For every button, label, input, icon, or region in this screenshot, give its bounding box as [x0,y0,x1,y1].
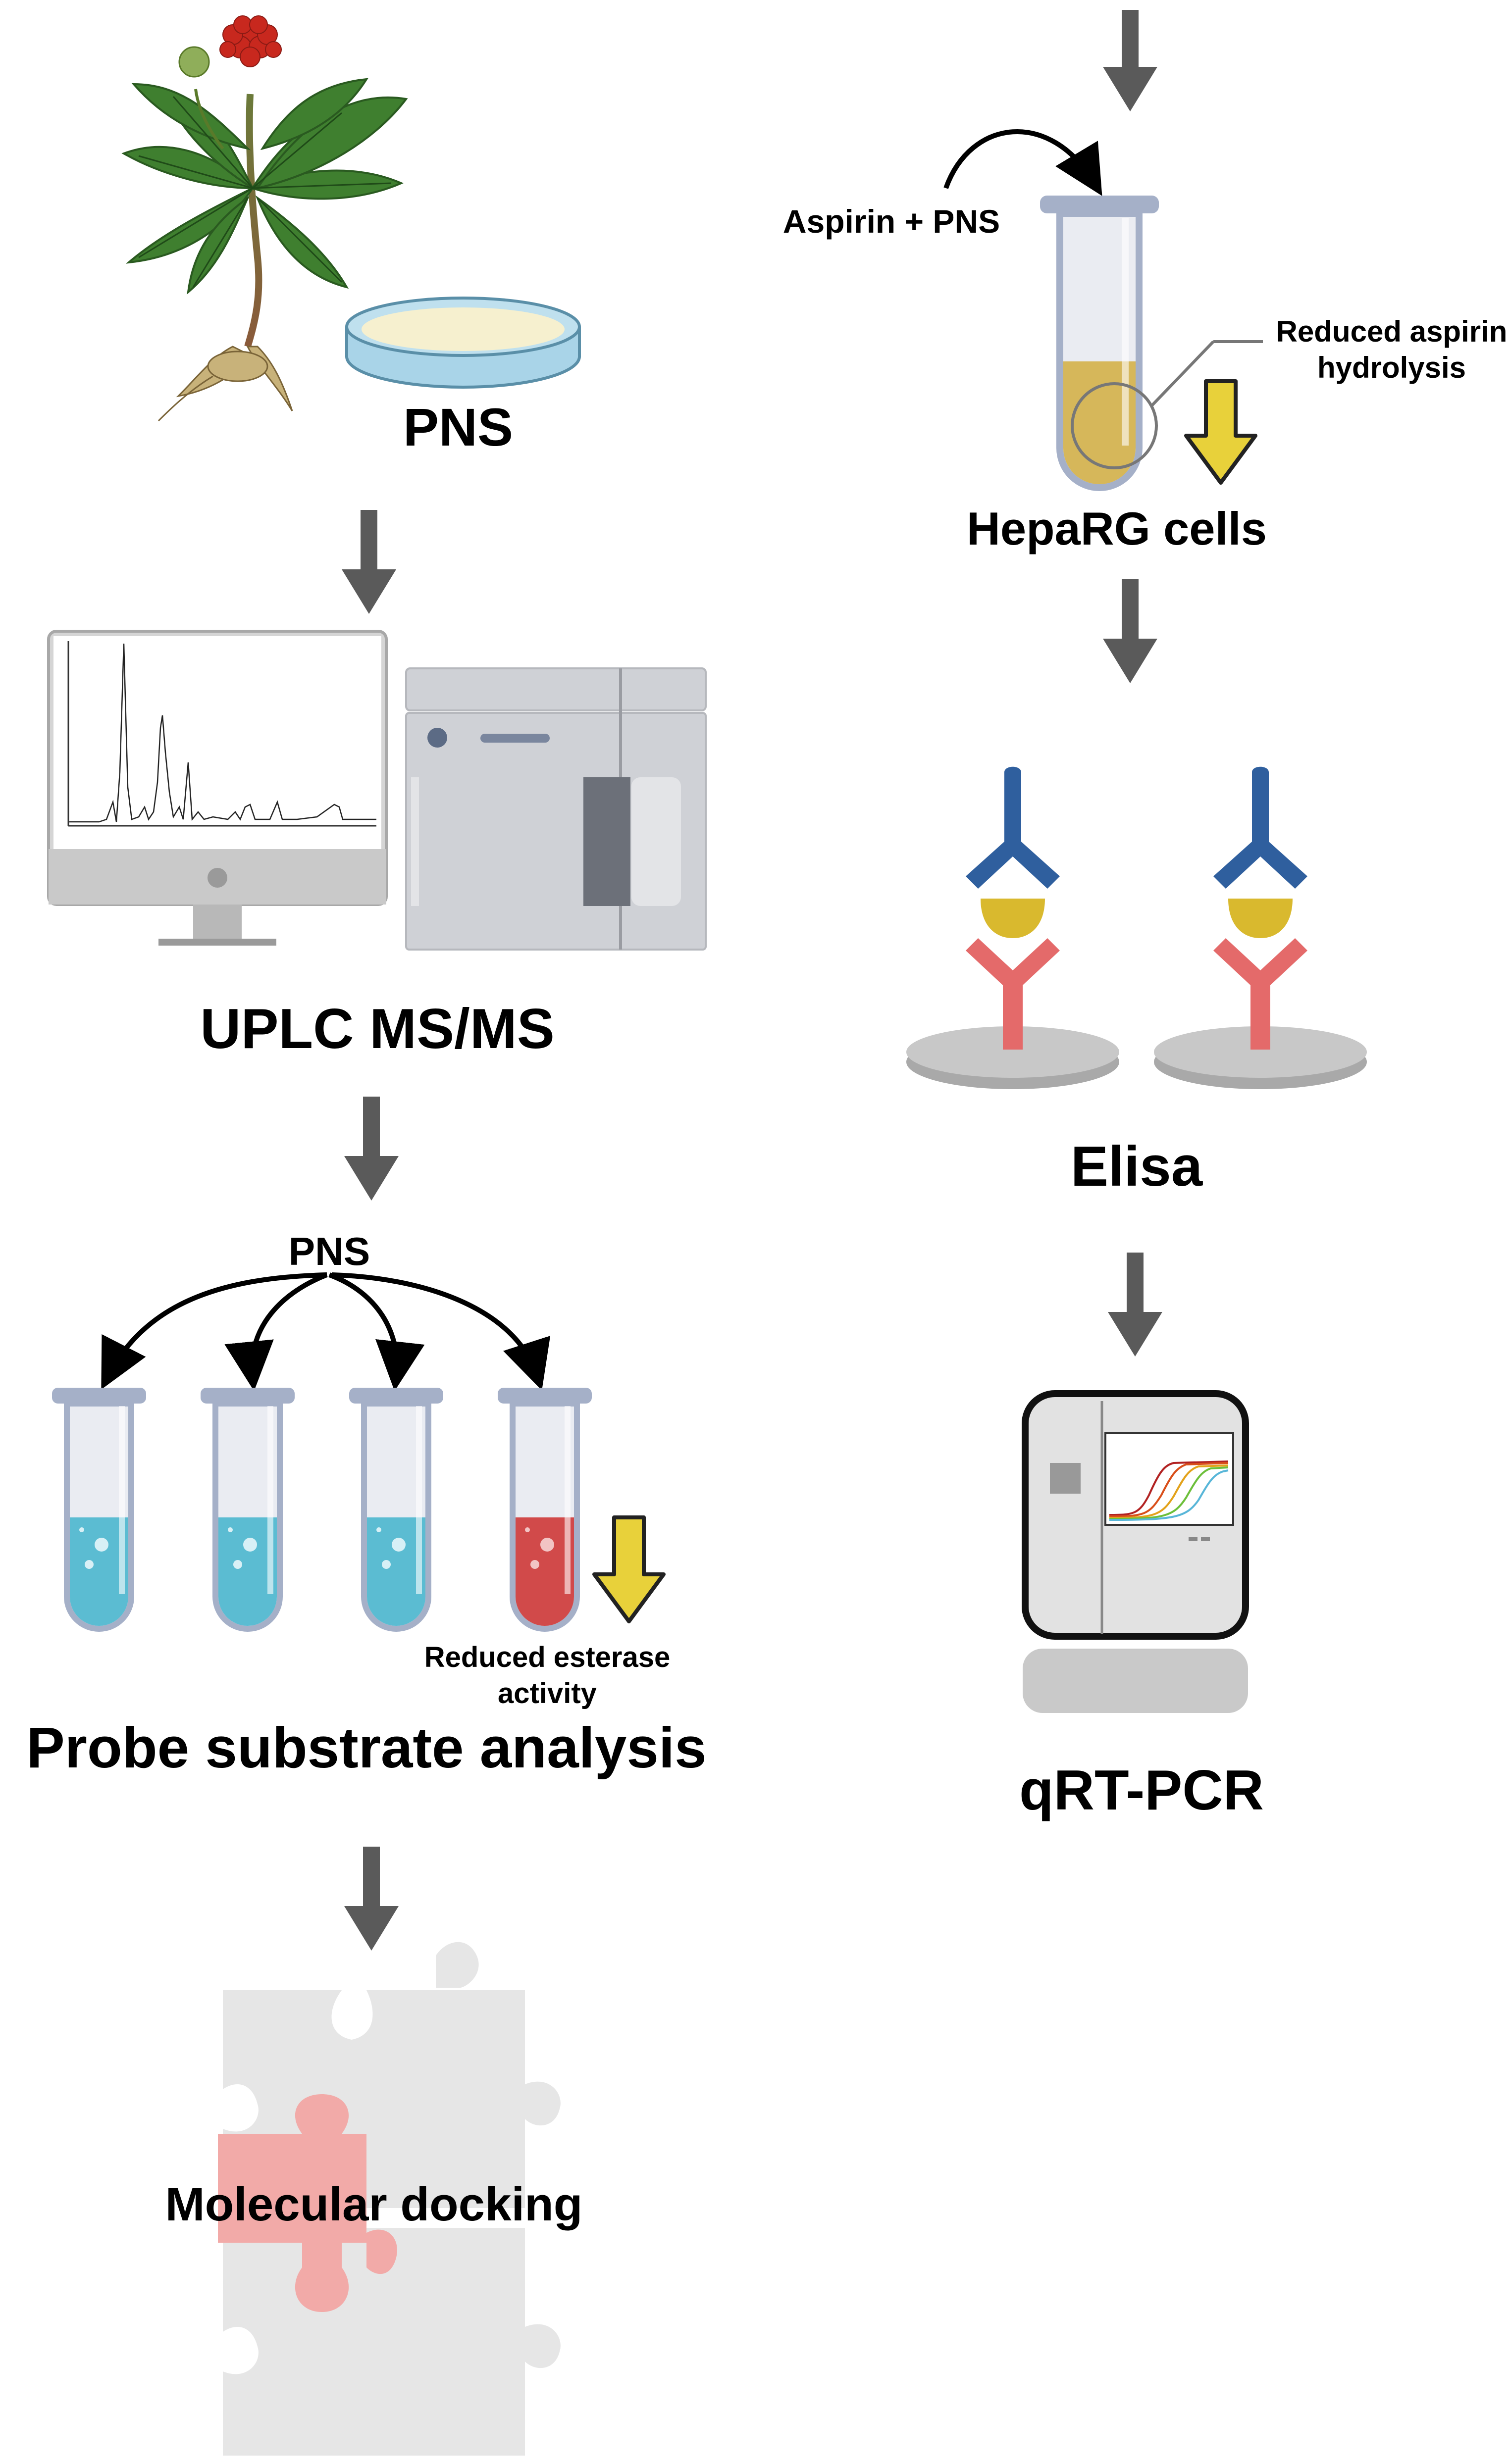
elisa-title: Elisa [1071,1135,1203,1198]
qrtpcr-machine-icon [1022,1390,1249,1713]
computer-monitor-icon [47,630,388,946]
flow-arrow-right-2 [1103,579,1157,683]
petri-dish-icon [345,297,581,389]
heparg-test-tube [1040,196,1263,491]
pns-title: PNS [403,397,513,457]
reduced-hydrolysis-line1: Reduced aspirin [1276,315,1508,348]
reduced-esterase-line2: activity [498,1677,597,1710]
flow-arrow-top [1103,10,1157,111]
reduced-esterase-line1: Reduced esterase [424,1641,670,1673]
heparg-title: HepaRG cells [967,503,1267,554]
probe-title: Probe substrate analysis [26,1715,706,1780]
aspirin-label: Aspirin + PNS [783,203,1000,240]
uplc-instrument-icon [405,667,707,951]
qrtpcr-title: qRT-PCR [1019,1759,1264,1822]
pcr-curves [1109,1460,1229,1521]
flow-arrow-right-3 [1108,1253,1162,1357]
docking-title: Molecular docking [165,2178,583,2231]
elisa-well-2 [1154,766,1367,1089]
test-tube-1 [52,1388,146,1632]
flow-arrow-1 [342,510,396,614]
test-tube-4 [498,1388,592,1632]
reduced-hydrolysis-line2: hydrolysis [1317,351,1466,384]
flow-arrow-3 [344,1847,399,1951]
aspirin-add-arrow [943,129,1102,196]
puzzle-icon [218,1942,561,2456]
test-tube-3 [349,1388,443,1632]
panax-plant-icon [121,15,408,422]
distribution-arrows [101,1272,551,1391]
elisa-well-1 [906,766,1119,1089]
flow-arrow-2 [344,1097,399,1201]
decrease-arrow-icon [1184,379,1257,485]
chromatogram-plot [67,641,376,827]
decrease-arrow-icon [592,1515,666,1623]
test-tube-2 [201,1388,295,1632]
uplc-title: UPLC MS/MS [200,998,555,1060]
probe-pns-label: PNS [289,1229,370,1273]
